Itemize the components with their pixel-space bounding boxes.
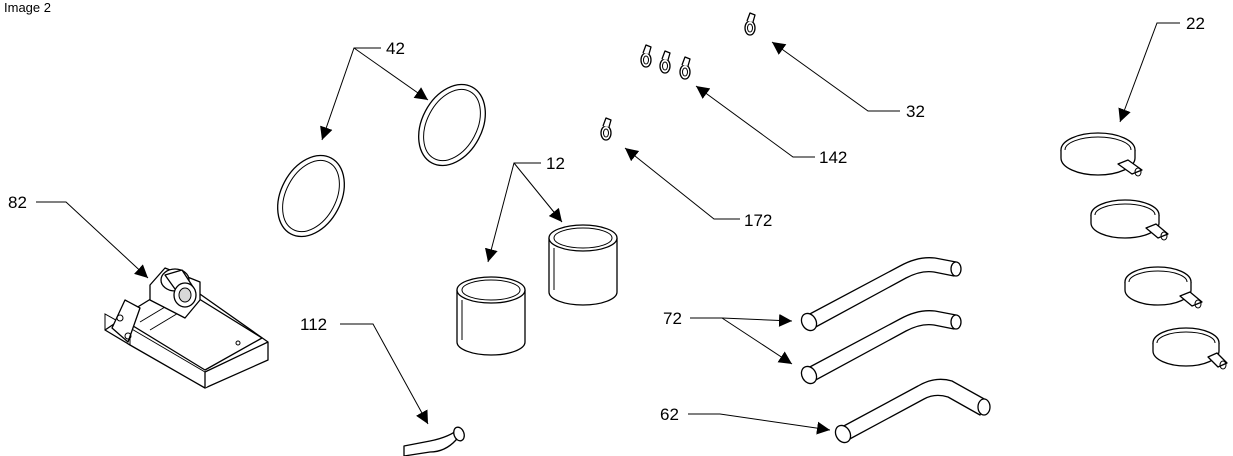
callout-112: 112 <box>300 315 429 425</box>
callout-22: 22 <box>1118 14 1205 123</box>
callout-12-label: 12 <box>546 154 565 173</box>
callout-172: 172 <box>624 147 772 230</box>
part-142-clips <box>640 44 691 80</box>
callout-112-label: 112 <box>300 315 327 334</box>
callout-82-label: 82 <box>8 193 27 212</box>
part-82-bracket <box>104 267 269 389</box>
callout-72-label: 72 <box>663 309 682 328</box>
callout-82: 82 <box>8 193 149 279</box>
part-42-gaskets <box>277 83 486 238</box>
callout-42: 42 <box>320 39 429 141</box>
part-72-tubes <box>800 257 962 385</box>
callout-62-label: 62 <box>660 405 679 424</box>
callout-12: 12 <box>485 154 565 263</box>
part-112-elbow <box>403 426 465 456</box>
callout-32-label: 32 <box>906 102 925 121</box>
image-caption: Image 2 <box>4 0 51 15</box>
callout-62: 62 <box>660 405 831 435</box>
callout-72: 72 <box>663 309 793 365</box>
part-62-hose <box>834 378 991 444</box>
part-172-clip <box>600 117 612 141</box>
callout-172-label: 172 <box>744 211 772 230</box>
part-12-couplers <box>456 224 618 356</box>
callout-42-label: 42 <box>386 39 405 58</box>
part-22-clamps <box>1060 132 1228 370</box>
callout-32: 32 <box>771 41 925 121</box>
callout-142-label: 142 <box>819 148 847 167</box>
callout-142: 142 <box>695 85 847 167</box>
part-32-clip <box>744 12 756 36</box>
callout-22-label: 22 <box>1186 14 1205 33</box>
